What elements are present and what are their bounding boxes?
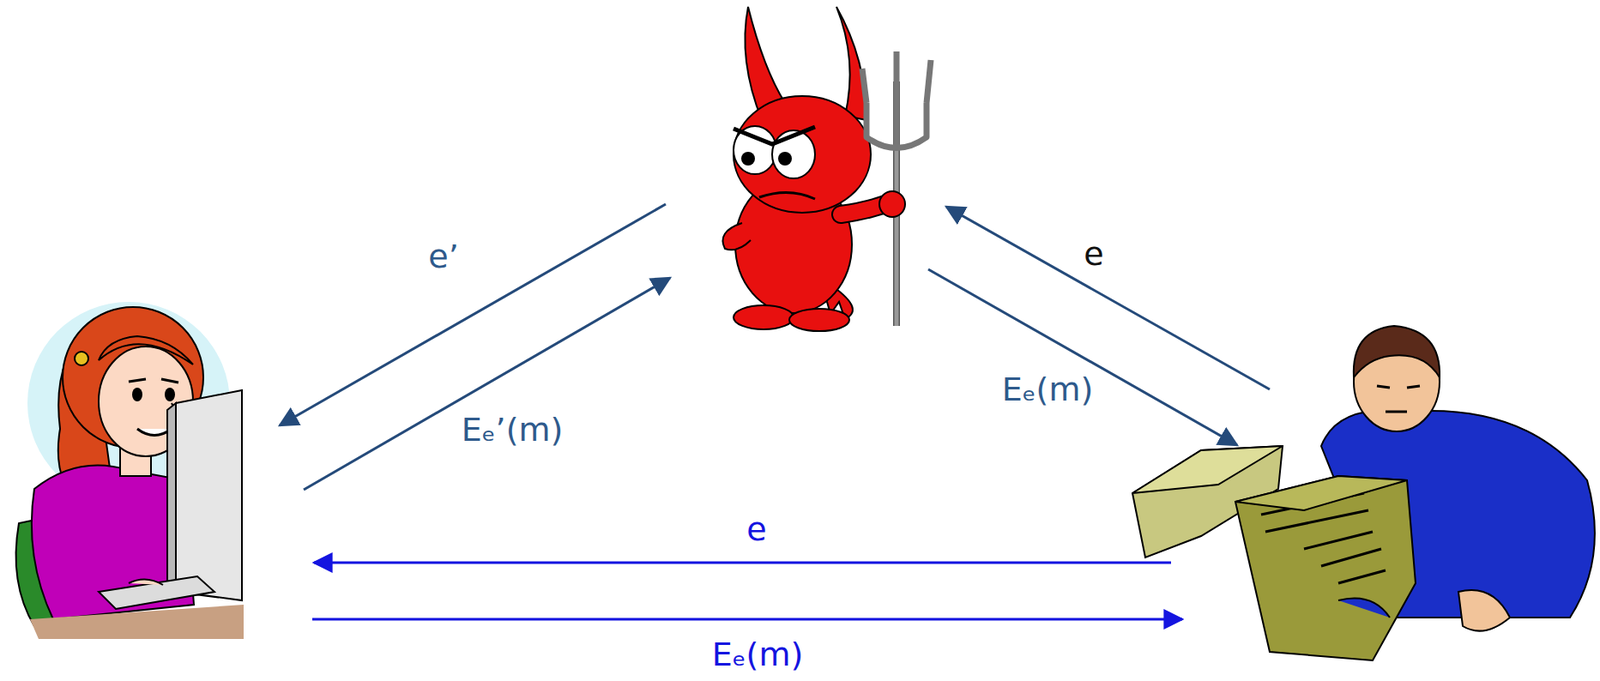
message-arrows [279,204,1270,620]
message-label: Eₑ(m) [998,371,1098,410]
message-label: e [742,511,770,550]
message-label: Eₑ’(m) [458,411,568,450]
message-label: Eₑ(m) [708,636,808,675]
mallory-devil-figure [723,6,932,332]
bob-figure [1132,326,1595,661]
message-label: e’ [424,238,462,277]
message-label: e [1080,235,1107,274]
alice-figure [16,301,244,640]
